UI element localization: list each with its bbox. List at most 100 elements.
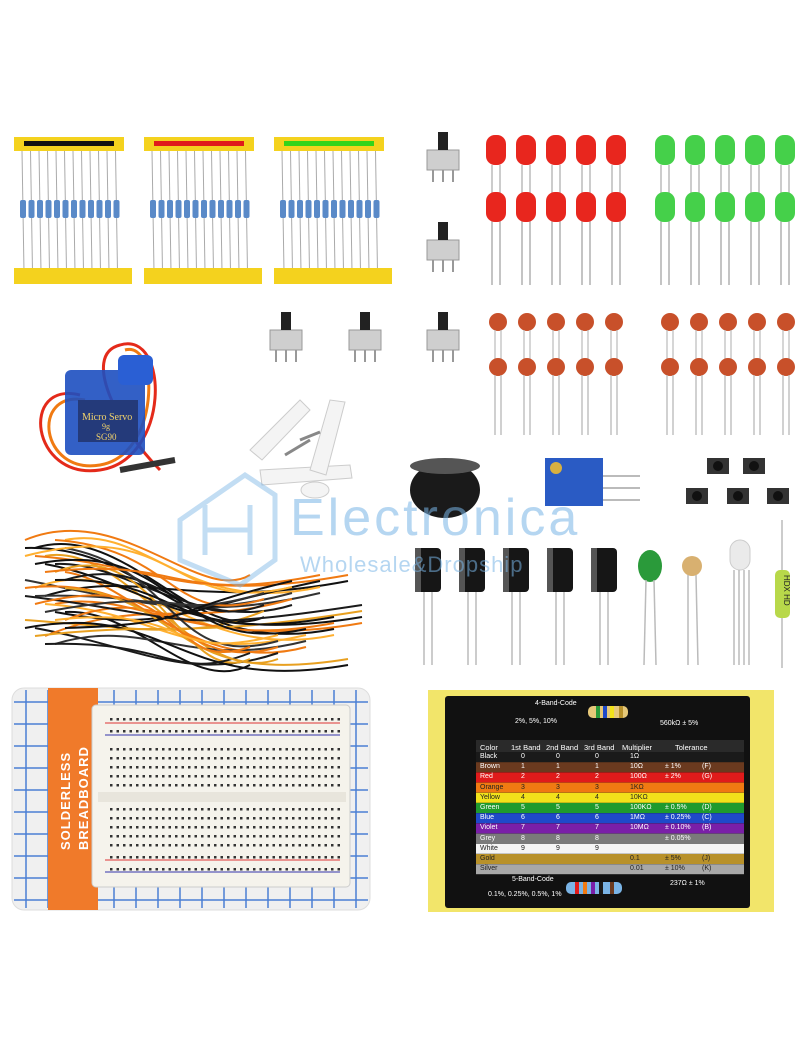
hole bbox=[285, 730, 288, 733]
hole bbox=[149, 856, 152, 859]
cell-multiplier: 0.01 bbox=[630, 865, 644, 873]
hole bbox=[201, 826, 204, 829]
color-row-bg bbox=[476, 833, 744, 844]
jumper-wire bbox=[34, 558, 307, 635]
cell-2nd: 7 bbox=[556, 824, 560, 832]
tape-band bbox=[284, 141, 374, 146]
cell-tolerance: ± 0.25% bbox=[665, 814, 691, 822]
hole bbox=[155, 856, 158, 859]
five-band-tolerance: 0.1%, 0.25%, 0.5%, 1% bbox=[488, 891, 562, 898]
hole bbox=[194, 766, 197, 769]
hole bbox=[123, 826, 126, 829]
hole bbox=[259, 766, 262, 769]
hole bbox=[246, 757, 249, 760]
hole bbox=[220, 844, 223, 847]
hole bbox=[298, 775, 301, 778]
hole bbox=[266, 718, 269, 721]
resistor-strips bbox=[14, 137, 392, 284]
hole bbox=[207, 835, 210, 838]
hole bbox=[292, 775, 295, 778]
hole bbox=[168, 868, 171, 871]
hole bbox=[240, 757, 243, 760]
tape-band bbox=[24, 141, 114, 146]
hole bbox=[233, 748, 236, 751]
led bbox=[685, 192, 705, 222]
hole bbox=[331, 730, 334, 733]
hole bbox=[129, 808, 132, 811]
resistor-body bbox=[331, 200, 337, 218]
led bbox=[655, 192, 675, 222]
hole bbox=[233, 808, 236, 811]
hole bbox=[155, 817, 158, 820]
hole bbox=[207, 718, 210, 721]
hole bbox=[266, 844, 269, 847]
cell-1st: 0 bbox=[521, 753, 525, 760]
cell-color: Yellow bbox=[480, 793, 500, 801]
hole bbox=[285, 775, 288, 778]
hole bbox=[129, 826, 132, 829]
hole bbox=[227, 808, 230, 811]
cell-1st: 4 bbox=[521, 793, 525, 801]
hole bbox=[318, 856, 321, 859]
hole bbox=[129, 817, 132, 820]
hole bbox=[292, 868, 295, 871]
hole bbox=[136, 775, 139, 778]
switch-body bbox=[269, 329, 303, 351]
hole bbox=[142, 730, 145, 733]
hole bbox=[175, 718, 178, 721]
hole bbox=[162, 844, 165, 847]
hole bbox=[311, 775, 314, 778]
hole bbox=[240, 775, 243, 778]
hole bbox=[298, 826, 301, 829]
cell-code: (F) bbox=[702, 763, 711, 771]
resistor-body bbox=[54, 200, 60, 218]
hole bbox=[324, 835, 327, 838]
hole bbox=[207, 826, 210, 829]
hole bbox=[240, 844, 243, 847]
hole bbox=[214, 868, 217, 871]
hole bbox=[220, 835, 223, 838]
hole bbox=[259, 808, 262, 811]
hole bbox=[240, 718, 243, 721]
ceramic-capacitor bbox=[719, 313, 737, 331]
hole bbox=[298, 808, 301, 811]
led bbox=[516, 135, 536, 165]
hole bbox=[123, 757, 126, 760]
hole bbox=[246, 826, 249, 829]
resistor-body bbox=[192, 200, 199, 218]
hole bbox=[220, 748, 223, 751]
cell-3rd: 2 bbox=[595, 773, 599, 781]
cell-tolerance: ± 1% bbox=[665, 763, 681, 771]
hole bbox=[136, 730, 139, 733]
cell-tolerance: ± 10% bbox=[665, 865, 685, 873]
hole bbox=[220, 817, 223, 820]
hole bbox=[142, 748, 145, 751]
hole bbox=[188, 748, 191, 751]
hole bbox=[188, 844, 191, 847]
hole bbox=[136, 868, 139, 871]
switch-body bbox=[426, 149, 460, 171]
hole bbox=[207, 784, 210, 787]
hole bbox=[136, 748, 139, 751]
switch-knob bbox=[438, 222, 448, 240]
hole bbox=[233, 775, 236, 778]
hole bbox=[136, 718, 139, 721]
hole bbox=[318, 784, 321, 787]
hole bbox=[272, 766, 275, 769]
hole bbox=[129, 844, 132, 847]
hole bbox=[305, 766, 308, 769]
hole bbox=[279, 748, 282, 751]
cell-tolerance: ± 5% bbox=[665, 855, 681, 862]
ceramic-capacitor bbox=[690, 358, 708, 376]
led bbox=[715, 192, 735, 222]
hole bbox=[292, 766, 295, 769]
ceramic-capacitor bbox=[518, 358, 536, 376]
hole bbox=[194, 757, 197, 760]
hole bbox=[110, 757, 113, 760]
hole bbox=[337, 766, 340, 769]
hole bbox=[214, 730, 217, 733]
tactile-cap bbox=[692, 491, 702, 501]
hole bbox=[253, 784, 256, 787]
hole bbox=[331, 718, 334, 721]
cell-color: Silver bbox=[480, 865, 498, 873]
